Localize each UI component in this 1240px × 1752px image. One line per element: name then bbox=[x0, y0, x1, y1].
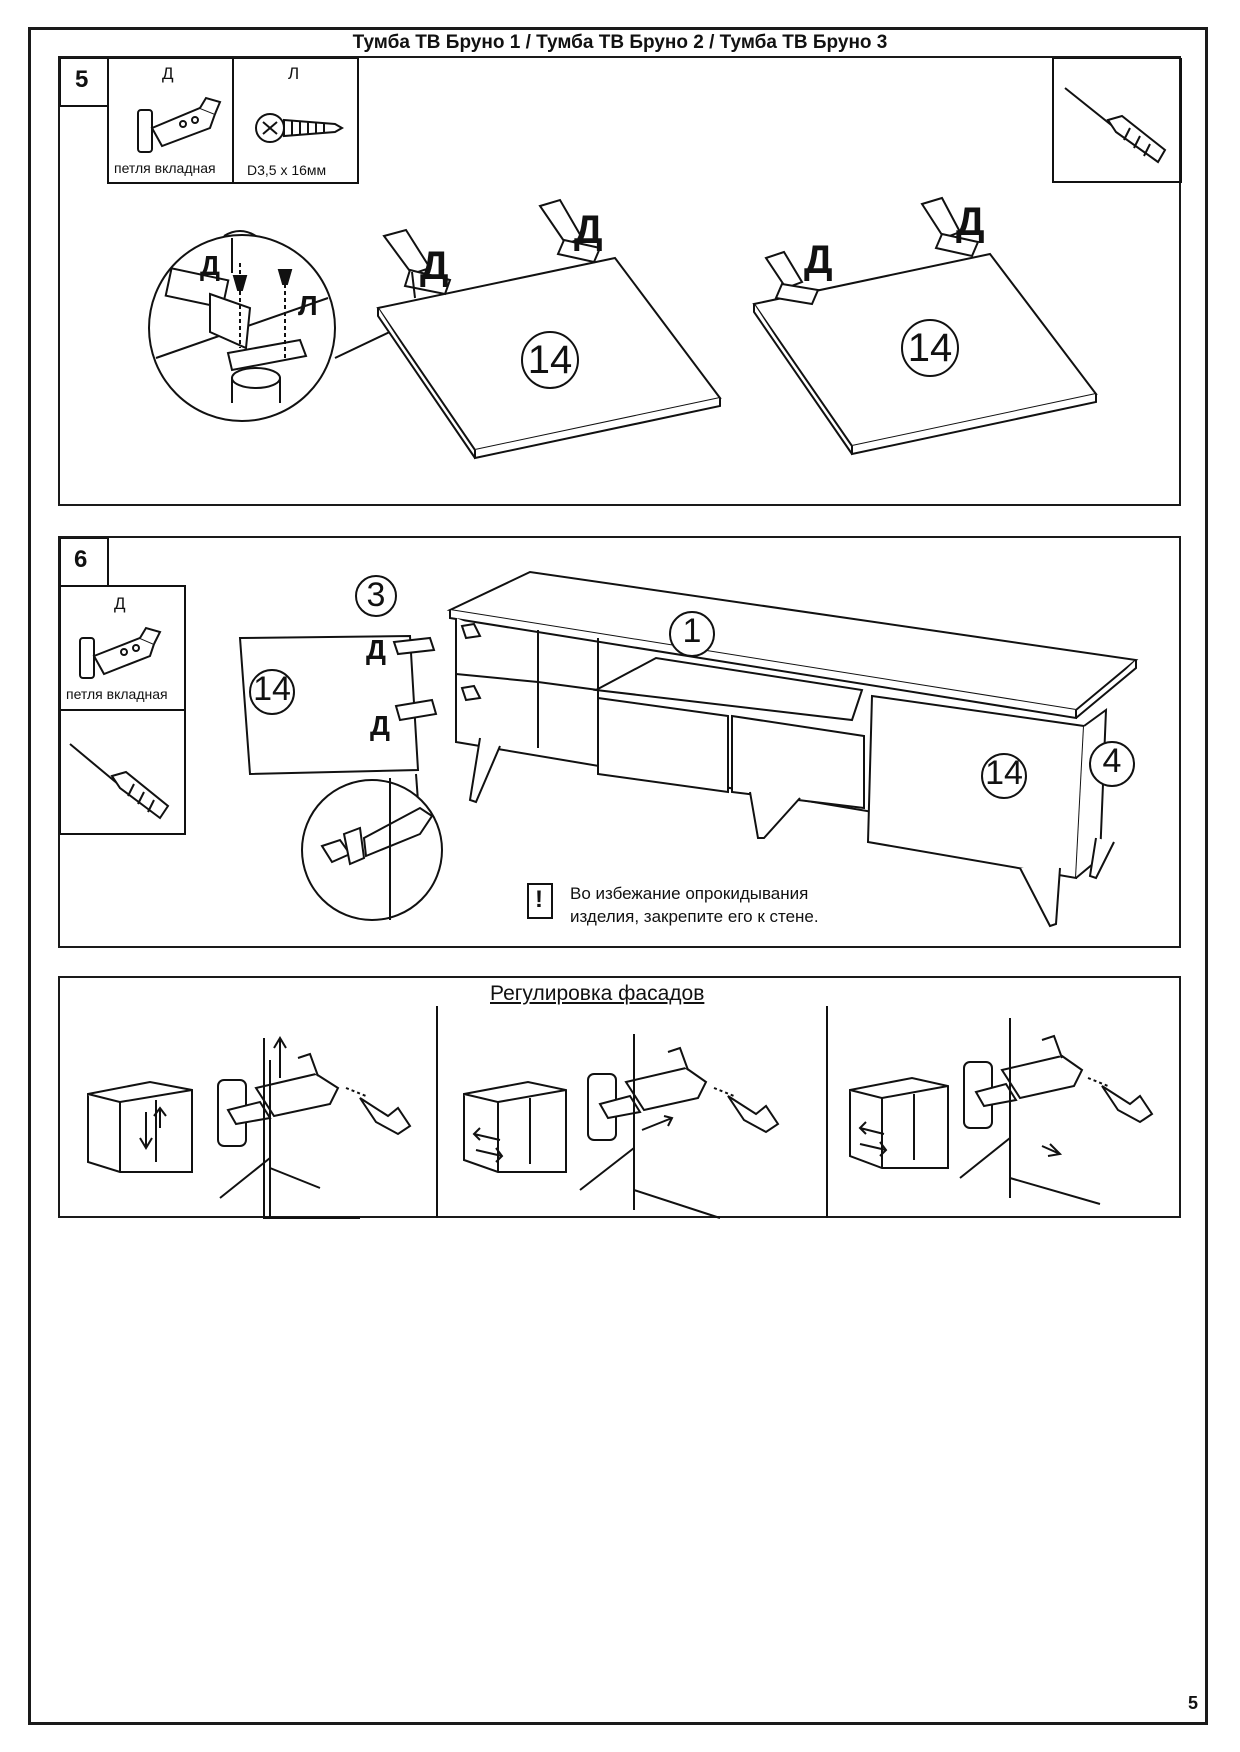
adjustment-title: Регулировка фасадов bbox=[490, 982, 705, 1005]
side-part-number: 3 bbox=[366, 576, 386, 614]
adjustment-drawing bbox=[87, 1006, 1154, 1219]
step6-panel: 6 Д петля вкладная 14 3 1 14 4 Д Д ! Во … bbox=[58, 536, 1181, 948]
door-part-number: 14 bbox=[253, 670, 291, 708]
right-door-part-number: 14 bbox=[985, 754, 1023, 792]
step6-number: 6 bbox=[74, 546, 88, 573]
adjustment-panel: Регулировка фасадов bbox=[58, 976, 1181, 1219]
hinge-icon bbox=[79, 626, 162, 679]
hinge-detail-circle bbox=[301, 778, 443, 921]
hinge-icon bbox=[137, 96, 222, 153]
screw-icon bbox=[255, 113, 345, 143]
depth-adjust-icon bbox=[849, 1018, 1154, 1205]
warning-icon-box bbox=[527, 883, 553, 919]
vertical-adjust-icon bbox=[87, 1036, 412, 1219]
step5-part-hinge-caption: петля вкладная bbox=[114, 160, 216, 176]
step5-part-hinge-letter: Д bbox=[162, 64, 174, 83]
step5-part-screw-letter: Л bbox=[288, 64, 300, 83]
panel-a-hinge-label-2: Д bbox=[574, 208, 603, 252]
warning-icon: ! bbox=[535, 886, 543, 913]
hinge-label-top: Д bbox=[366, 634, 386, 665]
step5-panel: 5 Д петля вкладная Л D3,5 x 16мм Д Л Д Д… bbox=[58, 56, 1182, 506]
page-number: 5 bbox=[1187, 1693, 1198, 1713]
warning-text-line2: изделия, закрепите его к стене. bbox=[570, 907, 819, 926]
detail-label-hinge: Д bbox=[200, 250, 220, 281]
step5-part-screw-caption: D3,5 x 16мм bbox=[247, 162, 327, 178]
step6-drawing bbox=[60, 538, 1139, 928]
document-title: Тумба ТВ Бруно 1 / Тумба ТВ Бруно 2 / Ту… bbox=[352, 32, 888, 53]
tv-cabinet-drawing bbox=[446, 570, 1139, 928]
panel-b-hinge-label-2: Д bbox=[956, 200, 985, 244]
panel-14-b-drawing bbox=[752, 196, 1098, 456]
detail-label-screw: Л bbox=[298, 290, 318, 321]
hinge-detail-circle bbox=[148, 230, 441, 422]
step5-number: 5 bbox=[75, 66, 89, 93]
warning-text-line1: Во избежание опрокидывания bbox=[570, 884, 809, 903]
screwdriver-icon bbox=[1064, 87, 1167, 164]
panel-a-part-number: 14 bbox=[527, 338, 573, 382]
screwdriver-icon bbox=[69, 743, 170, 820]
horizontal-adjust-icon bbox=[463, 1034, 780, 1219]
panel-a-hinge-label-1: Д bbox=[420, 244, 449, 288]
panel-14-a-drawing bbox=[376, 198, 722, 460]
top-part-number: 1 bbox=[682, 612, 702, 650]
step6-part-hinge-caption: петля вкладная bbox=[66, 686, 168, 702]
page-frame bbox=[28, 27, 1208, 1725]
step5-drawing bbox=[60, 58, 1182, 460]
panel-b-part-number: 14 bbox=[907, 326, 953, 370]
step6-part-hinge-letter: Д bbox=[114, 594, 126, 613]
right-side-part-number: 4 bbox=[1102, 742, 1122, 780]
hinge-label-bottom: Д bbox=[370, 710, 390, 741]
panel-b-hinge-label-1: Д bbox=[804, 238, 833, 282]
